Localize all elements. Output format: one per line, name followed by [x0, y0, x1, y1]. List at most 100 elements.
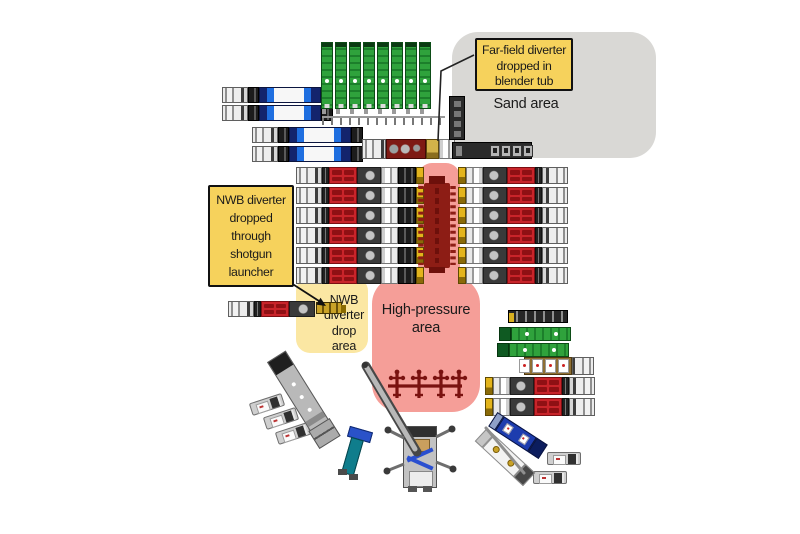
sand-trailer-dot: [409, 79, 413, 84]
pump-truck-mid: [466, 207, 483, 224]
pump-truck-mid: [381, 187, 398, 204]
pump-truck-yel: [485, 377, 493, 395]
sand-trailer: [419, 42, 431, 109]
sand-trailer: [349, 42, 361, 109]
pump-truck: [485, 377, 595, 395]
pickup-wb: [539, 474, 552, 484]
trailer-dot: [306, 407, 313, 413]
pump-truck-dk: [322, 227, 329, 244]
blender-truck: [362, 139, 455, 159]
trailer-dollies: [322, 109, 434, 114]
pump-truck-redm: [329, 267, 357, 284]
far-field-line1: Far-field diverter: [481, 43, 567, 57]
pump-truck-mid: [466, 167, 483, 184]
hydration-truck-rear: [248, 105, 259, 121]
pump-truck-cab: [296, 187, 322, 204]
sand-trailer: [363, 42, 375, 109]
blender-truck-cab: [362, 139, 386, 159]
pickup-wb: [255, 400, 271, 415]
hydration-truck: [222, 105, 333, 121]
sand-trailer-foot: [366, 104, 372, 108]
pump-truck-eng: [510, 377, 534, 395]
pump-truck-yel: [458, 267, 466, 284]
pump-truck-mid: [466, 227, 483, 244]
pump-truck-cab: [542, 267, 568, 284]
pump-truck: [458, 207, 568, 224]
far-field-callout: Far-field diverter dropped in blender tu…: [475, 38, 573, 91]
pump-truck-yel: [416, 187, 424, 204]
nwb-pump-truck-dk: [254, 301, 261, 317]
pump-truck: [296, 187, 424, 204]
pump-truck: [296, 267, 424, 284]
sand-trailer-cap: [336, 43, 346, 47]
nwb-line1: NWB diverter: [216, 193, 286, 207]
pump-truck-mid: [381, 247, 398, 264]
pump-truck-redm: [534, 398, 562, 416]
pump-truck-eng: [483, 187, 507, 204]
tbelt-box: [454, 131, 461, 137]
pump-truck-mid: [381, 167, 398, 184]
pump-truck-mid: [466, 267, 483, 284]
nwb-callout: NWB diverter dropped through shotgun lau…: [208, 185, 294, 287]
pump-truck: [485, 398, 595, 416]
crane-deck: [409, 471, 433, 487]
pump-truck-cab: [296, 207, 322, 224]
pickup-db: [554, 473, 562, 483]
hydration-truck-rear: [248, 87, 259, 103]
pump-truck-dk: [322, 267, 329, 284]
sand-trailer-foot: [324, 104, 330, 108]
nwb-pump-truck-cab: [228, 301, 254, 317]
pump-truck-dk: [562, 377, 569, 395]
pump-truck-redm: [507, 187, 535, 204]
trailer-cap: [268, 351, 294, 376]
pump-truck-redm: [507, 207, 535, 224]
tbelt-box: [523, 145, 533, 157]
sand-trailer: [377, 42, 389, 109]
sand-trailer-dot: [395, 79, 399, 84]
sand-trailer-cap: [364, 43, 374, 47]
pump-truck-dk: [535, 207, 542, 224]
pump-truck: [458, 247, 568, 264]
pump-truck-dk: [322, 187, 329, 204]
pump-truck-yel: [458, 247, 466, 264]
hydration-truck-cab: [252, 127, 278, 143]
sand-trailer-foot: [338, 104, 344, 108]
sand-trailer-foot: [408, 104, 414, 108]
pump-truck-yel: [416, 247, 424, 264]
far-field-callout-text: Far-field diverter dropped in blender tu…: [477, 40, 571, 90]
pump-truck-cab: [296, 227, 322, 244]
pickup-wb: [281, 429, 297, 444]
hydration-truck-tank: [259, 87, 321, 103]
pump-truck-eng: [357, 247, 381, 264]
sand-trailer: [335, 42, 347, 109]
sand-trailer-foot: [394, 104, 400, 108]
tbelt-truck-vertical: [449, 96, 465, 140]
hydration-truck-rear: [278, 146, 289, 162]
pump-truck-mid: [381, 267, 398, 284]
hydration-truck: [252, 127, 363, 143]
nwb-pump-truck-eng: [289, 301, 315, 317]
pump-truck-dk: [535, 267, 542, 284]
pump-truck-dk: [562, 398, 569, 416]
pump-truck-eng: [357, 207, 381, 224]
pump-truck-yel: [458, 227, 466, 244]
trailer-dot: [291, 381, 297, 388]
chemical-truck: [519, 357, 594, 375]
pump-truck-cab: [542, 227, 568, 244]
pickup-truck: [547, 452, 581, 465]
sand-truck-gbody: [509, 343, 569, 357]
nwb-drop-label-line3: drop area: [331, 323, 357, 353]
tbelt-box: [512, 145, 522, 157]
sand-trailer: [321, 42, 333, 109]
sand-trailer-foot: [422, 104, 428, 108]
hydration-truck-tank: [289, 127, 351, 143]
pickup-wb: [269, 414, 285, 429]
pump-truck-eng: [483, 227, 507, 244]
pump-truck-eng: [357, 267, 381, 284]
pump-truck-yel: [416, 207, 424, 224]
pump-truck-mid: [381, 207, 398, 224]
pump-truck-dk: [535, 187, 542, 204]
pump-truck-cab: [296, 247, 322, 264]
sand-trailer-cap: [392, 43, 402, 47]
